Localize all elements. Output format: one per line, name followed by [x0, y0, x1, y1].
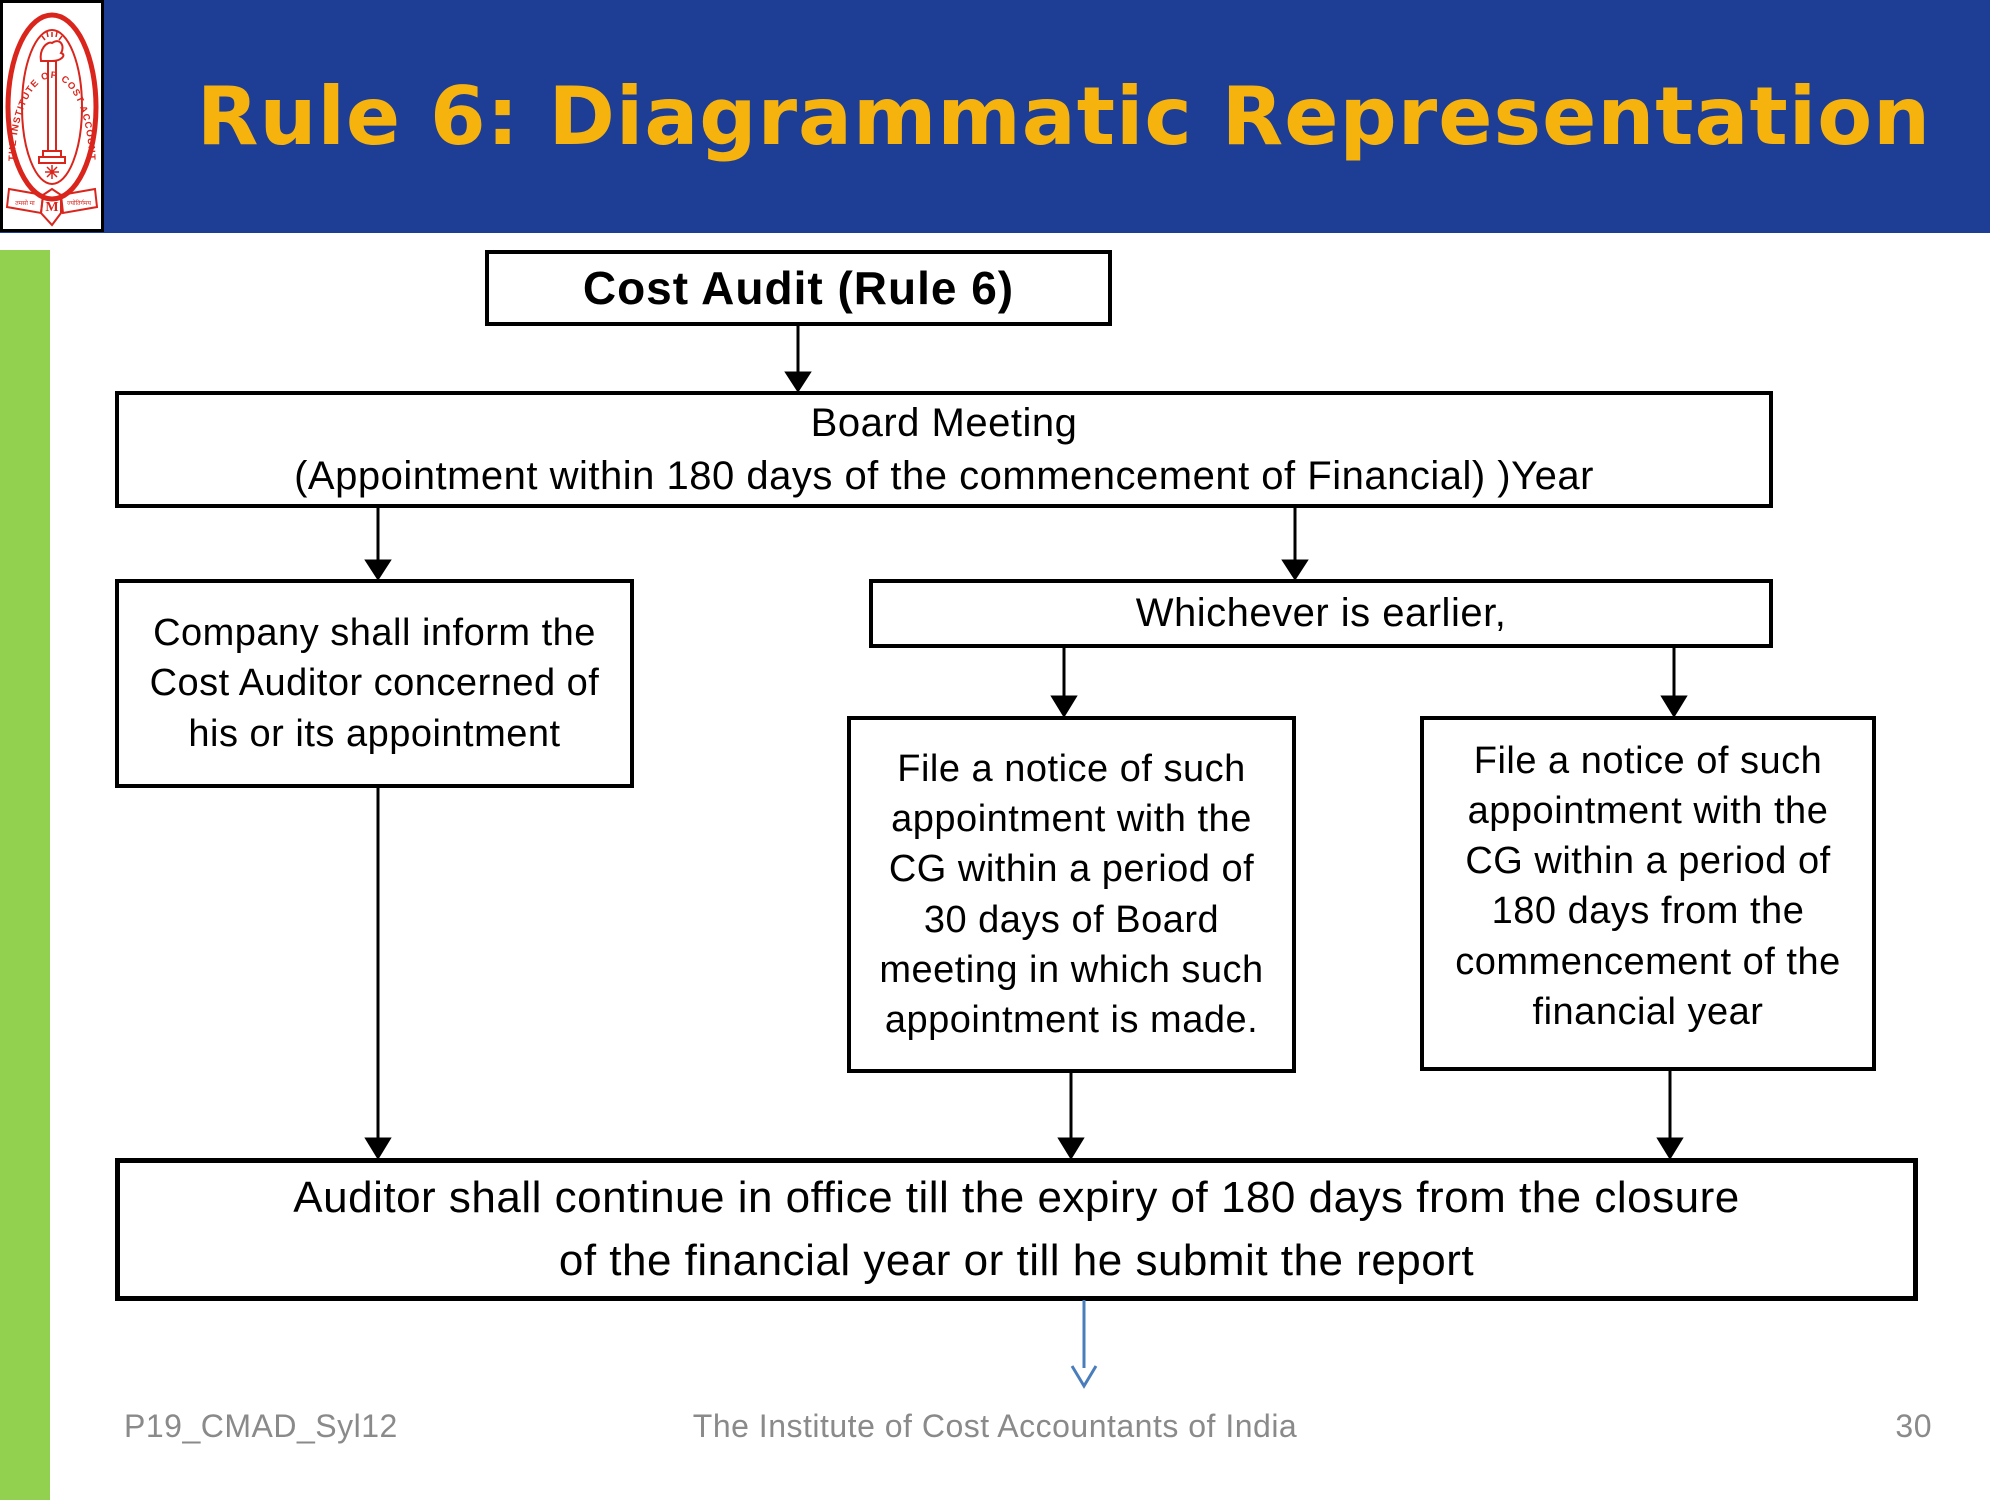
flow-box-cost-audit-label: Cost Audit (Rule 6): [582, 261, 1015, 314]
logo-ring-text: THE INSTITUTE OF COST ACCOUNTANTS OF IND…: [0, 0, 96, 161]
auditor-continue-line2: of the financial year or till he submit …: [558, 1235, 1475, 1285]
board-meeting-line1: Board Meeting: [810, 400, 1078, 445]
institute-logo: THE INSTITUTE OF COST ACCOUNTANTS OF IND…: [0, 0, 104, 232]
institute-logo-icon: THE INSTITUTE OF COST ACCOUNTANTS OF IND…: [0, 0, 99, 227]
left-accent-stripe: [0, 250, 50, 1500]
flow-box-cost-audit: Cost Audit (Rule 6): [485, 250, 1112, 326]
file-notice-30-text: File a notice of such appointment with t…: [879, 748, 1264, 1041]
arrow-file30-to-auditor: [1057, 1072, 1085, 1160]
flow-box-file-notice-180-days: File a notice of such appointment with t…: [1420, 716, 1876, 1071]
footer-doc-code: P19_CMAD_Syl12: [124, 1408, 398, 1444]
arrow-whichever-to-file180: [1660, 647, 1688, 718]
whichever-earlier-text: Whichever is earlier,: [1135, 591, 1507, 636]
auditor-continue-line1: Auditor shall continue in office till th…: [293, 1173, 1740, 1223]
slide-title: Rule 6: Diagrammatic Representation: [196, 70, 1932, 163]
flow-box-board-meeting: Board Meeting (Appointment within 180 da…: [115, 391, 1773, 508]
flow-box-whichever-earlier: Whichever is earlier,: [869, 579, 1773, 648]
arrow-company-to-auditor: [364, 787, 392, 1160]
board-meeting-line2: (Appointment within 180 days of the comm…: [294, 453, 1594, 498]
svg-text:THE INSTITUTE OF COST ACCOUNTA: THE INSTITUTE OF COST ACCOUNTANTS OF IND…: [3, 3, 97, 161]
page-number: 30: [1895, 1408, 1932, 1444]
flow-box-auditor-continue: Auditor shall continue in office till th…: [115, 1158, 1918, 1301]
header-banner: Rule 6: Diagrammatic Representation: [0, 0, 1990, 233]
arrow-whichever-to-file30: [1050, 647, 1078, 718]
star-icon: [45, 165, 59, 179]
footer-institute: The Institute of Cost Accountants of Ind…: [692, 1408, 1298, 1444]
logo-motto-left: तमसो मा: [15, 199, 35, 207]
file-notice-180-text: File a notice of such appointment with t…: [1455, 740, 1841, 1033]
company-inform-text: Company shall inform the Cost Auditor co…: [149, 612, 600, 755]
arrow-board-to-whichever: [1281, 507, 1309, 581]
arrow-auditor-down-blue: [1070, 1300, 1098, 1389]
arrow-board-to-company: [364, 507, 392, 581]
pillar-icon: [38, 31, 66, 164]
arrow-file180-to-auditor: [1656, 1070, 1684, 1160]
ribbon-icon: M तमसो मा ज्योतिर्गमय: [5, 187, 99, 227]
flow-box-company-inform: Company shall inform the Cost Auditor co…: [115, 579, 634, 788]
logo-monogram: M: [45, 200, 58, 215]
arrow-cost-audit-to-board: [784, 326, 812, 393]
logo-motto-right: ज्योतिर्गमय: [67, 199, 91, 207]
flow-box-file-notice-30-days: File a notice of such appointment with t…: [847, 716, 1296, 1073]
